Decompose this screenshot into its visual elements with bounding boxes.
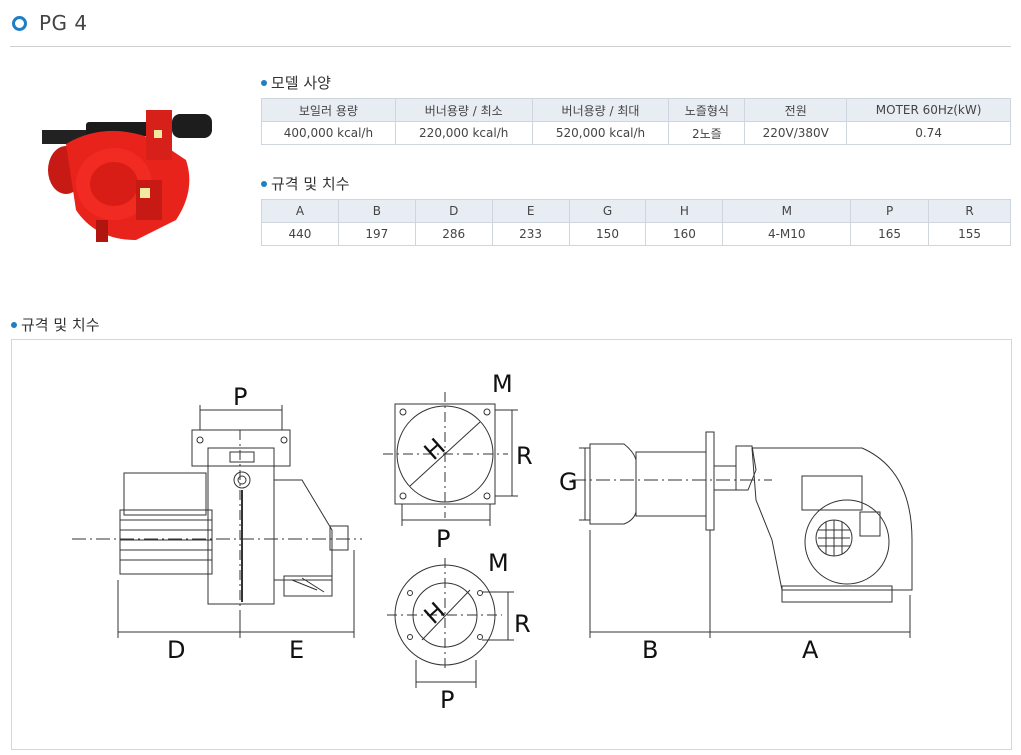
table-header-row: A B D E G H M P R: [261, 199, 1011, 223]
label-d: D: [167, 636, 185, 664]
dimensions-heading: 규격 및 치수: [261, 173, 350, 194]
table-cell: 440: [261, 222, 339, 246]
table-cell: 220,000 kcal/h: [394, 121, 533, 145]
bullet-icon: [11, 321, 17, 328]
side-view-drawing: [72, 405, 362, 638]
label-p-square: P: [436, 525, 450, 553]
side-elevation-drawing: [572, 431, 913, 638]
model-spec-heading: 모델 사양: [261, 72, 331, 93]
table-header-row: 보일러 용량 버너용량 / 최소 버너용량 / 최대 노즐형식 전원 MOTER…: [261, 98, 1011, 122]
label-g: G: [559, 468, 578, 496]
table-header-cell: A: [261, 199, 339, 223]
table-header-cell: G: [568, 199, 647, 223]
label-e: E: [289, 636, 304, 664]
table-cell: 2노즐: [668, 121, 746, 145]
square-flange-drawing: [383, 392, 518, 526]
table-header-cell: H: [645, 199, 724, 223]
model-spec-heading-text: 모델 사양: [271, 74, 331, 92]
table-header-cell: M: [722, 199, 852, 223]
table-cell: 0.74: [846, 121, 1011, 145]
technical-drawing: P D E M H R P M H R P: [72, 370, 913, 714]
table-header-cell: 버너용량 / 최대: [531, 98, 670, 122]
label-r-round: R: [514, 610, 531, 638]
table-cell: 4-M10: [722, 222, 852, 246]
label-p-top: P: [233, 383, 247, 411]
table-cell: 286: [414, 222, 493, 246]
round-flange-drawing: [387, 558, 514, 688]
bullet-icon: [261, 180, 267, 187]
burner-product-image: [42, 110, 212, 242]
label-m-square: M: [492, 370, 513, 398]
label-h-square: H: [419, 433, 451, 466]
table-cell: 155: [928, 222, 1011, 246]
table-header-cell: R: [928, 199, 1011, 223]
table-header-cell: P: [850, 199, 930, 223]
title-divider: [10, 46, 1011, 47]
label-p-round: P: [440, 686, 454, 714]
table-row: 440 197 286 233 150 160 4-M10 165 155: [261, 222, 1011, 246]
table-cell: 160: [645, 222, 724, 246]
label-r-square: R: [516, 442, 533, 470]
table-header-cell: 보일러 용량: [261, 98, 396, 122]
table-header-cell: E: [491, 199, 570, 223]
drawing-heading-text: 규격 및 치수: [21, 316, 100, 334]
page-title-row: PG 4: [12, 8, 88, 38]
label-a: A: [802, 636, 819, 664]
title-bullet-icon: [12, 15, 27, 31]
dimensions-table: A B D E G H M P R 440 197 286 233 150 16…: [261, 199, 1011, 246]
bullet-icon: [261, 79, 267, 86]
label-h-round: H: [419, 597, 451, 630]
table-cell: 233: [491, 222, 570, 246]
model-spec-table: 보일러 용량 버너용량 / 최소 버너용량 / 최대 노즐형식 전원 MOTER…: [261, 98, 1011, 145]
label-b: B: [642, 636, 658, 664]
table-row: 400,000 kcal/h 220,000 kcal/h 520,000 kc…: [261, 121, 1011, 145]
table-cell: 520,000 kcal/h: [531, 121, 670, 145]
page-title: PG 4: [39, 11, 88, 35]
table-header-cell: D: [414, 199, 493, 223]
dimensions-heading-text: 규격 및 치수: [271, 175, 350, 193]
table-cell: 197: [337, 222, 416, 246]
technical-drawing-panel: P D E M H R P M H R P: [11, 339, 1012, 750]
table-header-cell: 전원: [744, 98, 848, 122]
label-m-round: M: [488, 549, 509, 577]
table-header-cell: B: [337, 199, 416, 223]
drawing-heading: 규격 및 치수: [11, 314, 100, 335]
table-cell: 165: [850, 222, 930, 246]
table-cell: 220V/380V: [744, 121, 848, 145]
table-header-cell: MOTER 60Hz(kW): [846, 98, 1011, 122]
table-cell: 400,000 kcal/h: [261, 121, 396, 145]
table-cell: 150: [568, 222, 647, 246]
table-header-cell: 버너용량 / 최소: [394, 98, 533, 122]
table-header-cell: 노즐형식: [668, 98, 746, 122]
